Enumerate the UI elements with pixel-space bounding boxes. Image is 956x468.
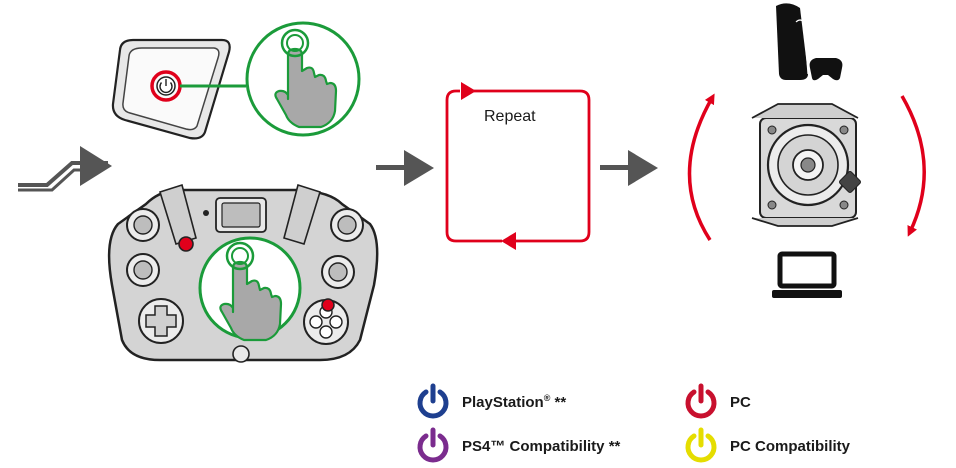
console-icon — [776, 3, 843, 81]
legend-playstation-label: PlayStation® ** — [462, 393, 567, 411]
repeat-loop: Repeat — [445, 82, 591, 250]
legend-pc-compat-label: PC Compatibility — [730, 437, 851, 455]
flow-arrow-1 — [376, 150, 434, 186]
laptop-icon — [772, 251, 842, 298]
power-icon-yellow — [685, 427, 717, 463]
legend-pc-label: PC — [730, 393, 751, 411]
power-icon-blue — [417, 383, 449, 419]
steering-wheel — [107, 183, 379, 363]
legend-ps4: PS4™ Compatibility ** — [414, 426, 620, 466]
wheel-hub-top — [111, 38, 246, 140]
wheel-button-left-highlight — [178, 236, 194, 252]
power-icon-purple — [417, 427, 449, 463]
press-zoom-power — [245, 21, 361, 137]
power-icon-red — [685, 383, 717, 419]
repeat-label: Repeat — [484, 108, 536, 125]
wheel-base-icon — [751, 103, 861, 227]
wheel-button-right-highlight — [321, 298, 335, 312]
signal-step-icon — [18, 146, 112, 192]
legend-pc-compat: PC Compatibility — [682, 426, 850, 466]
legend-ps4-label: PS4™ Compatibility ** — [462, 437, 621, 455]
press-zoom-wheel — [198, 236, 302, 342]
cycle-arrow-right — [900, 95, 926, 237]
cycle-arrow-left — [687, 93, 715, 241]
flow-arrow-2 — [600, 150, 658, 186]
legend-pc: PC — [682, 382, 751, 422]
legend-playstation: PlayStation® ** — [414, 382, 566, 422]
